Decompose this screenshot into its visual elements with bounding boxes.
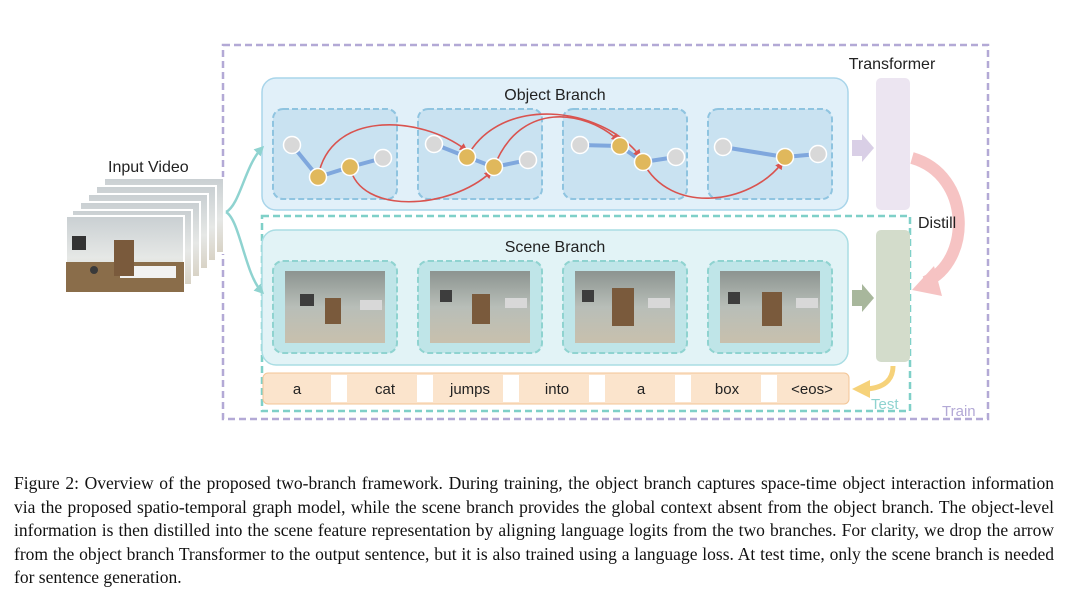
graph-nodes <box>282 134 828 187</box>
distill-label: Distill <box>918 215 956 232</box>
figure-caption: Figure 2: Overview of the proposed two-b… <box>14 473 1054 587</box>
scene-frame-3 <box>562 260 688 354</box>
input-arrows <box>225 145 265 295</box>
object-branch-title: Object Branch <box>504 87 605 104</box>
object-graph-frames <box>272 108 833 200</box>
object-node <box>340 157 360 177</box>
word-4: into <box>545 381 569 398</box>
test-label: Test <box>871 396 899 413</box>
word-1: a <box>293 381 302 398</box>
object-transformer <box>876 78 910 210</box>
context-node <box>713 137 733 157</box>
scene-frame-1 <box>272 260 398 354</box>
object-node <box>484 157 504 177</box>
context-node <box>424 134 444 154</box>
train-label: Train <box>942 403 976 420</box>
scene-to-transformer-arrow <box>852 284 874 312</box>
object-frame-1 <box>272 108 398 200</box>
object-node <box>308 167 328 187</box>
word-3: jumps <box>449 381 490 398</box>
word-7: <eos> <box>791 381 833 398</box>
output-sentence: a cat jumps into a box <eos> <box>262 372 850 405</box>
distill-arrow <box>910 152 965 296</box>
context-node <box>282 135 302 155</box>
context-node <box>518 150 538 170</box>
scene-frame-2 <box>417 260 543 354</box>
object-node <box>633 152 653 172</box>
object-frame-3 <box>562 108 688 200</box>
scene-transformer <box>876 230 910 362</box>
transformer-label: Transformer <box>849 56 936 73</box>
framework-diagram: Object Branch <box>65 43 990 421</box>
object-frame-2 <box>417 108 543 200</box>
input-video-frames <box>65 177 225 293</box>
input-video-label: Input Video <box>108 159 189 176</box>
word-6: box <box>715 381 740 398</box>
object-branch-panel <box>261 77 849 211</box>
object-to-transformer-arrow <box>852 134 874 162</box>
context-node <box>808 144 828 164</box>
scene-branch-panel <box>261 229 849 366</box>
scene-frames <box>272 260 833 354</box>
output-arrow <box>852 365 896 398</box>
context-node <box>373 148 393 168</box>
scene-branch-title: Scene Branch <box>505 239 606 256</box>
temporal-edges <box>317 113 784 203</box>
context-node <box>666 147 686 167</box>
context-node <box>570 135 590 155</box>
object-node <box>610 136 630 156</box>
object-node <box>457 147 477 167</box>
token-box <box>262 372 850 405</box>
object-node <box>775 147 795 167</box>
word-5: a <box>637 381 646 398</box>
word-2: cat <box>375 381 396 398</box>
scene-frame-4 <box>707 260 833 354</box>
